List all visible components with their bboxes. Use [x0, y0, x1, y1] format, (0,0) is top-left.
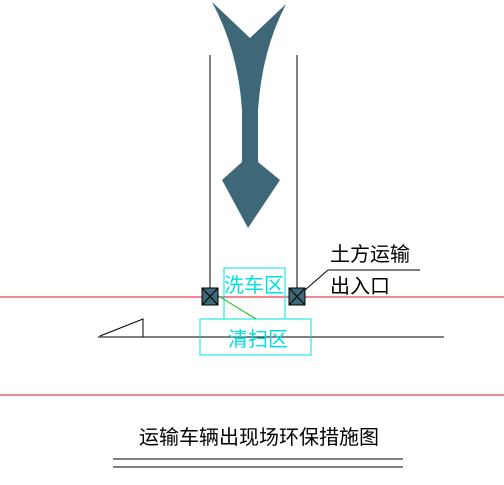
down-arrow-icon [212, 2, 286, 228]
gate-post-left [201, 287, 219, 306]
wash-area-label: 洗车区 [224, 273, 284, 297]
green-guide-line [211, 291, 257, 320]
sweep-area-label: 清扫区 [228, 327, 288, 351]
diagram-title: 运输车辆出现场环保措施图 [139, 425, 379, 449]
exit-leader-line [304, 269, 329, 291]
exit-label-line2: 出入口 [330, 274, 390, 298]
exit-label-line1: 土方运输 [330, 242, 410, 266]
gate-post-right [288, 287, 306, 306]
elevation-triangle-icon [99, 318, 144, 337]
